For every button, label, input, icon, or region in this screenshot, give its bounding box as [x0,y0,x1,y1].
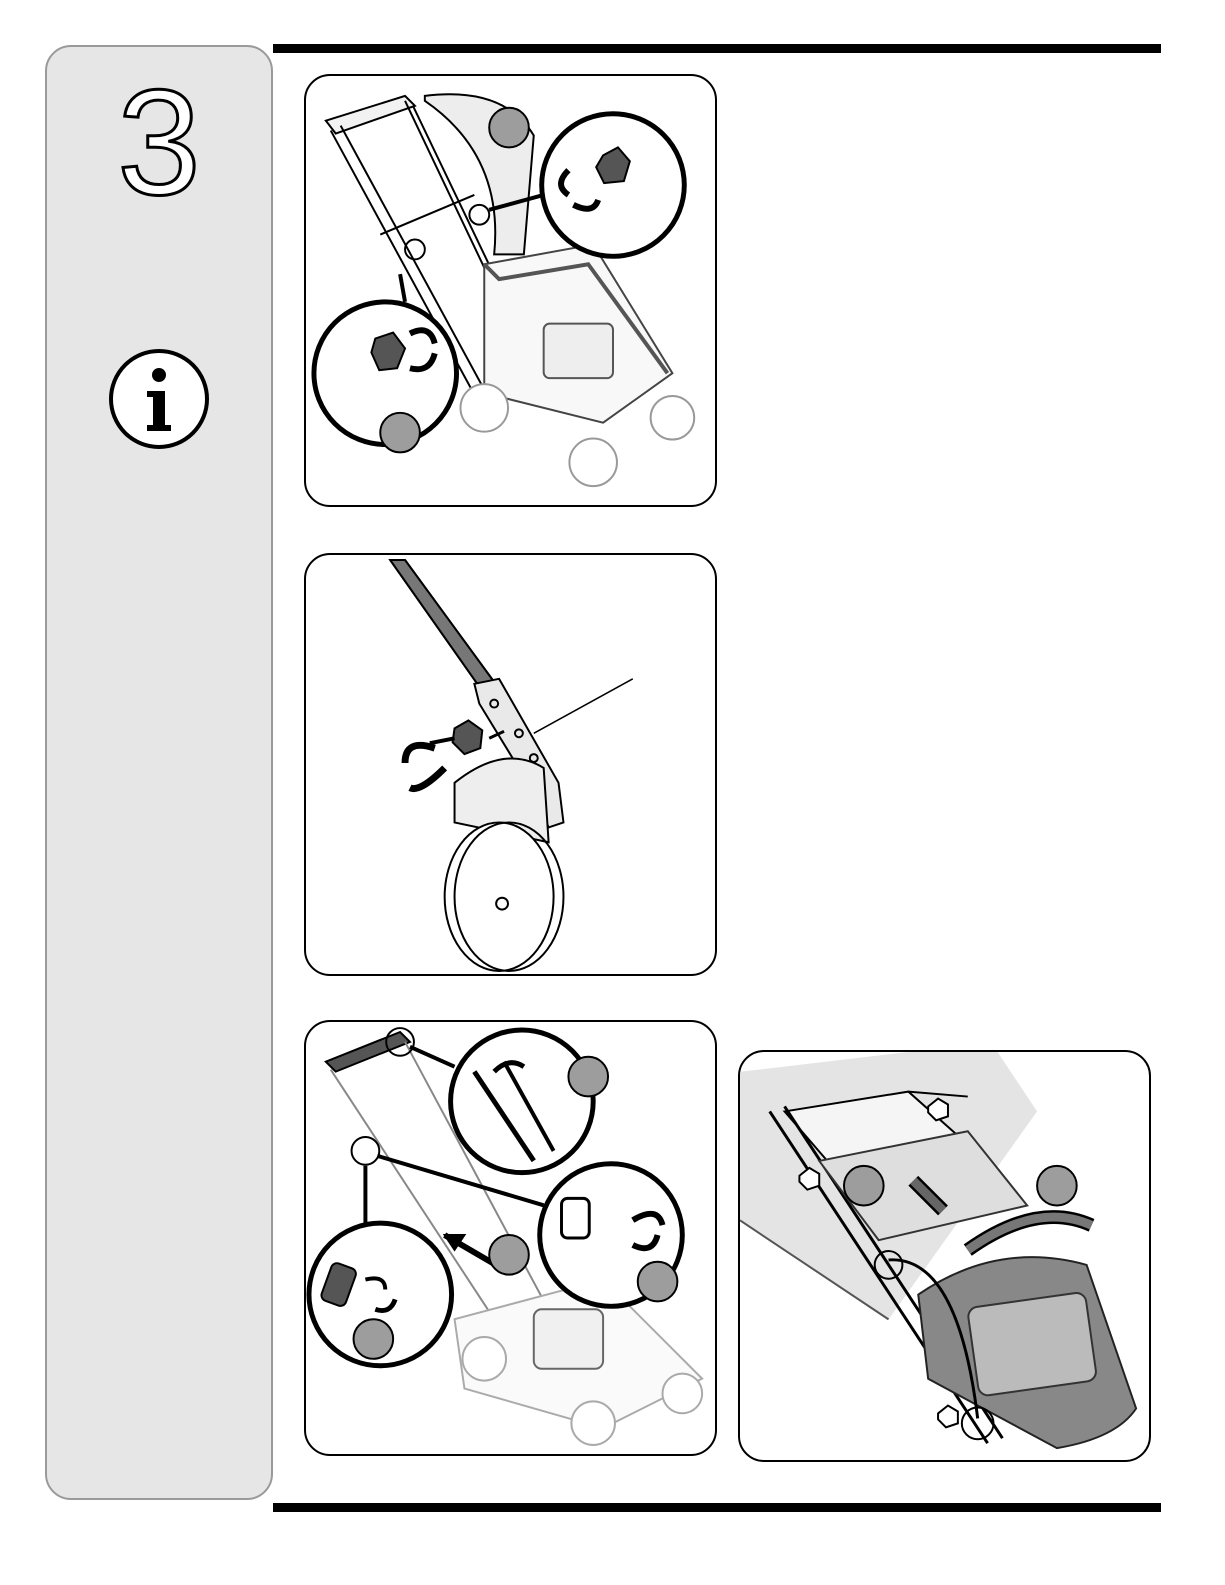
callout-badge-1 [489,108,529,148]
callout-badge-2 [489,1235,529,1275]
callout-badge-2 [1037,1166,1077,1206]
illustration-starter-rope-guide [304,1020,717,1456]
callout-badge-1 [568,1057,608,1097]
info-icon [107,347,211,451]
callout-badge-4 [354,1319,394,1359]
illustration-grass-bag-attach [738,1050,1151,1462]
step-number: 3 [47,67,271,217]
bottom-rule [273,1503,1161,1512]
callout-badge-1 [844,1166,884,1206]
rear-bracket-drawing [306,555,715,974]
illustration-handle-knobs [304,74,717,507]
callout-badge-2 [380,413,420,453]
starter-rope-drawing [306,1022,715,1454]
handle-knobs-drawing [306,76,715,505]
illustration-rear-bracket-knob [304,553,717,976]
callout-badge-3 [638,1262,678,1302]
top-rule [273,44,1161,53]
grass-bag-drawing [740,1052,1149,1460]
step-sidebar: 3 [45,45,273,1500]
